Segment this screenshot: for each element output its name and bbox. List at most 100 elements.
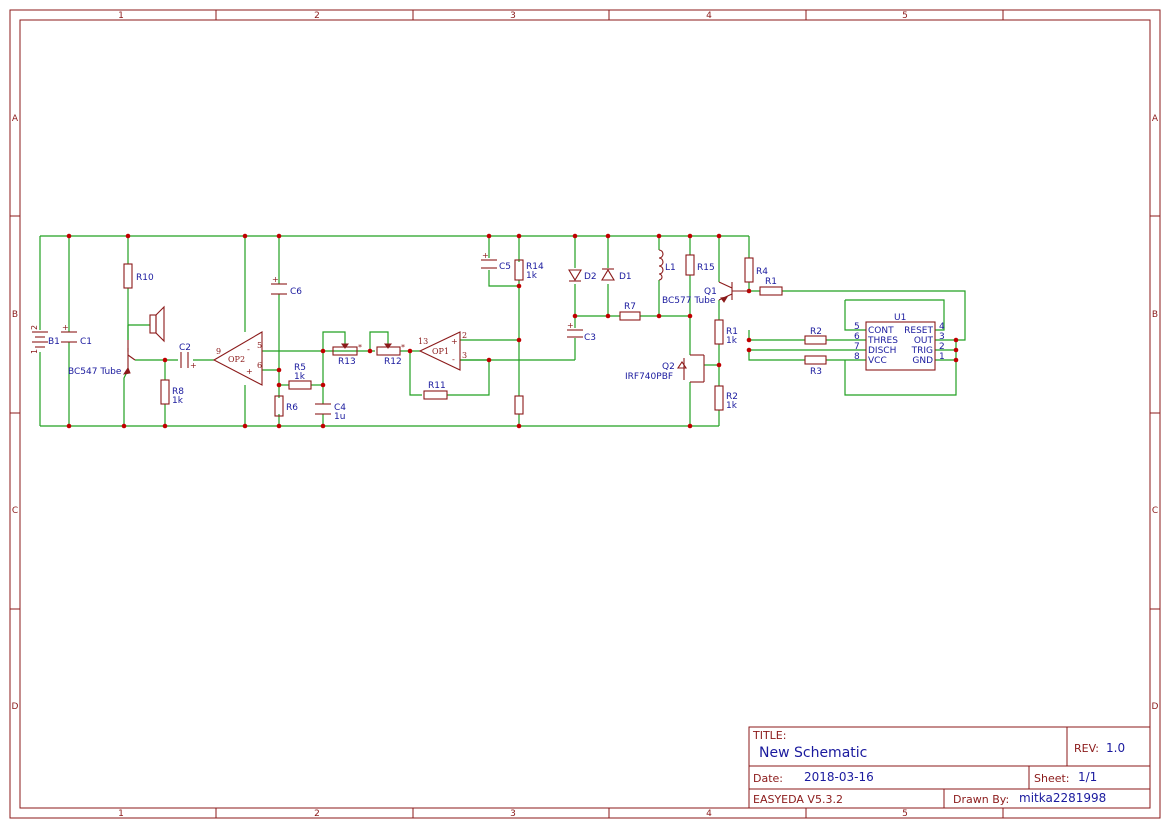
d2-label: D2 — [584, 272, 597, 282]
rev-label: REV: — [1074, 742, 1099, 755]
row-label: C — [12, 506, 18, 516]
ic-u1: U1 CONT THRES DISCH VCC 5 6 7 8 RESET OU… — [854, 313, 945, 371]
resistor-r1-vertical: R1 1k — [714, 319, 738, 346]
capacitor-c6: + C6 — [271, 275, 302, 297]
tool-label: EASYEDA V5.3.2 — [753, 793, 843, 806]
sheet-value: 1/1 — [1078, 770, 1097, 784]
row-label: D — [1152, 702, 1159, 712]
row-label: A — [12, 114, 19, 124]
diode-d1: D1 — [601, 268, 632, 282]
row-label: C — [1152, 506, 1158, 516]
battery-b1: B1 1 2 — [30, 325, 60, 354]
r1-label: R1 — [765, 277, 777, 287]
c1-label: C1 — [80, 337, 92, 347]
svg-text:+: + — [451, 337, 458, 346]
u1-pin-num: 2 — [939, 342, 945, 352]
op1-pin2: 2 — [462, 331, 467, 340]
title-label: TITLE: — [752, 729, 786, 742]
svg-text:+: + — [190, 361, 197, 370]
col-label: 1 — [118, 809, 124, 819]
title-block: TITLE: New Schematic REV: 1.0 Date: 2018… — [748, 726, 1151, 809]
r14-value: 1k — [526, 271, 538, 281]
resistor-unlabeled — [514, 395, 524, 415]
resistor-r5: R5 1k — [288, 363, 312, 390]
op2-pin6: 6 — [257, 361, 262, 370]
svg-text:+: + — [567, 321, 574, 330]
diode-d2: D2 — [568, 269, 597, 282]
junctions — [66, 233, 959, 429]
r15-label: R15 — [697, 263, 715, 273]
capacitor-c4: C4 1u — [315, 403, 346, 422]
q2-model: IRF740PBF — [625, 372, 673, 382]
transistor-q3: BC547 Tube — [68, 340, 136, 377]
sheet-label: Sheet: — [1034, 772, 1070, 785]
r11-label: R11 — [428, 381, 446, 391]
u1-pin-name: DISCH — [868, 346, 896, 356]
r8-label: R8 — [172, 387, 184, 397]
resistor-r2-vertical: R2 1k — [714, 385, 738, 411]
resistor-r14: R14 1k — [514, 259, 544, 281]
r8-value: 1k — [172, 396, 184, 406]
op2-pin5: 5 — [257, 341, 262, 350]
op1-pin3: 3 — [462, 351, 467, 360]
r1v-label: R1 — [726, 327, 738, 337]
row-label: A — [1152, 114, 1159, 124]
b1-pin2: 2 — [30, 325, 39, 330]
r5-value: 1k — [294, 372, 306, 382]
c3-label: C3 — [584, 333, 596, 343]
u1-left-pins: CONT THRES DISCH VCC 5 6 7 8 — [854, 322, 898, 366]
d1-label: D1 — [619, 272, 632, 282]
speaker-icon — [149, 305, 165, 343]
resistor-r6: R6 — [274, 395, 298, 417]
r12-label: R12 — [384, 357, 402, 367]
u1-pin-name: TRIG — [911, 346, 933, 356]
r4-label: R4 — [756, 267, 768, 277]
row-label: B — [12, 310, 18, 320]
resistor-r3: R3 — [804, 355, 827, 377]
col-label: 1 — [118, 11, 124, 21]
op2-label: OP2 — [228, 355, 245, 364]
u1-pin-num: 5 — [854, 322, 860, 332]
u1-pin-num: 1 — [939, 352, 945, 362]
col-label: 5 — [902, 809, 908, 819]
r7-label: R7 — [624, 302, 636, 312]
r3-label: R3 — [810, 367, 822, 377]
svg-text:-: - — [247, 345, 250, 354]
u1-pin-num: 6 — [854, 332, 860, 342]
row-label: B — [1152, 310, 1158, 320]
svg-text:*: * — [401, 343, 405, 352]
r6-label: R6 — [286, 403, 298, 413]
c4-value: 1u — [334, 412, 345, 422]
col-label: 3 — [510, 11, 516, 21]
u1-pin-name: VCC — [868, 356, 887, 366]
transistor-q1: Q1 BC577 Tube — [662, 281, 749, 306]
b1-label: B1 — [48, 337, 60, 347]
r2-label: R2 — [810, 327, 822, 337]
opamp-op2: OP2 9 5 6 - + — [212, 331, 263, 386]
r2v-value: 1k — [726, 401, 738, 411]
col-label: 3 — [510, 809, 516, 819]
title-value: New Schematic — [759, 745, 867, 761]
r14-label: R14 — [526, 262, 544, 272]
drawn-by-value: mitka2281998 — [1019, 791, 1106, 805]
svg-text:+: + — [62, 323, 69, 332]
b1-pin1: 1 — [30, 349, 39, 354]
u1-pin-num: 8 — [854, 352, 860, 362]
u1-pin-name: OUT — [914, 336, 934, 346]
l1-label: L1 — [665, 263, 676, 273]
q2-label: Q2 — [662, 362, 675, 372]
r5-label: R5 — [294, 363, 306, 373]
date-value: 2018-03-16 — [804, 770, 874, 784]
drawn-by-label: Drawn By: — [953, 793, 1009, 806]
rev-value: 1.0 — [1106, 741, 1125, 755]
u1-pin-name: GND — [912, 356, 933, 366]
capacitor-c1: + C1 — [61, 323, 92, 347]
svg-text:+: + — [272, 275, 279, 284]
r1v-value: 1k — [726, 336, 738, 346]
opamp-op1: OP1 13 2 3 + - — [418, 331, 467, 371]
u1-pin-num: 4 — [939, 322, 945, 332]
u1-pin-name: CONT — [868, 326, 894, 336]
u1-pin-name: RESET — [904, 326, 933, 336]
